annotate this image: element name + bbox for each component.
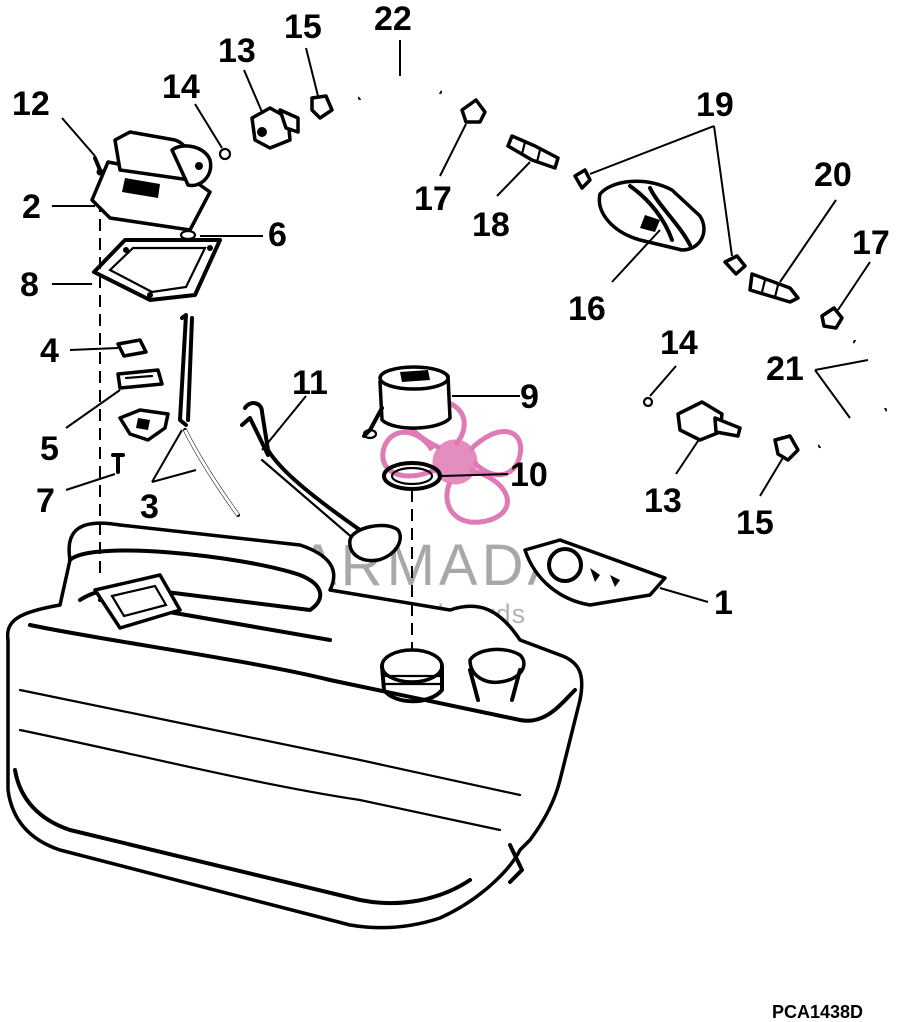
callout-1: 1 — [714, 584, 733, 622]
callout-15-right: 15 — [736, 504, 774, 542]
callout-12: 12 — [12, 85, 50, 123]
callout-15-top: 15 — [284, 8, 322, 46]
callout-3: 3 — [140, 488, 159, 526]
part-10-cap-gasket — [382, 461, 442, 491]
callout-4: 4 — [40, 332, 59, 370]
callout-17-top: 17 — [414, 180, 452, 218]
callout-10: 10 — [510, 456, 548, 494]
callout-labels: 12 2 8 4 5 7 3 6 14 13 15 22 17 18 19 20… — [12, 0, 890, 622]
callout-17-right: 17 — [852, 224, 890, 262]
callout-6: 6 — [268, 216, 287, 254]
part-4-check-valve — [116, 338, 148, 358]
part-13-connector-right — [676, 400, 742, 442]
part-8-gasket — [92, 238, 222, 302]
callout-5: 5 — [40, 430, 59, 468]
callout-18: 18 — [472, 206, 510, 244]
part-7-screw — [111, 453, 125, 474]
part-20-fitting — [748, 272, 800, 304]
figure-id: PCA1438D — [772, 1002, 863, 1022]
part-2-pickup-cover — [90, 130, 213, 232]
callout-13-top: 13 — [218, 32, 256, 70]
part-19-clamps — [573, 168, 747, 276]
part-17-clamp-top — [460, 98, 487, 124]
callout-8: 8 — [20, 266, 39, 304]
part-11-fuel-gauge-float — [240, 401, 402, 563]
part-6-o-ring — [179, 229, 197, 241]
watermark-brand: ARMADA — [298, 533, 570, 598]
part-15-clamp-right — [773, 434, 800, 462]
callout-19: 19 — [696, 86, 734, 124]
callout-7: 7 — [36, 482, 55, 520]
fuel-tank-body — [5, 521, 584, 930]
part-9-filler-cap — [362, 365, 452, 440]
part-12-screw — [93, 156, 104, 176]
part-14-o-ring-right — [642, 396, 654, 408]
part-13-connector-top — [250, 106, 300, 150]
part-16-primer-bulb — [597, 179, 706, 252]
part-1-gauge-plate — [523, 538, 667, 607]
callout-2: 2 — [22, 188, 41, 226]
leader-lines — [52, 40, 871, 603]
callout-14-right: 14 — [660, 324, 698, 362]
part-22-hose-top — [358, 81, 442, 101]
callout-21: 21 — [766, 350, 804, 388]
part-18-fitting — [506, 134, 560, 170]
callout-16: 16 — [568, 290, 606, 328]
part-5-seal — [116, 368, 164, 390]
callout-11: 11 — [292, 364, 328, 402]
part-3-pickup-tubes — [178, 313, 240, 517]
callout-20: 20 — [814, 156, 852, 194]
part-21-hose — [817, 338, 888, 450]
callout-13-right: 13 — [644, 482, 682, 520]
callout-14-top: 14 — [162, 68, 200, 106]
part-17-clamp-right — [820, 306, 844, 330]
part-pickup-bracket — [118, 408, 170, 442]
part-14-o-ring-top — [218, 147, 232, 161]
callout-22: 22 — [374, 0, 412, 38]
part-15-clamp-top — [310, 94, 334, 120]
callout-9: 9 — [520, 378, 539, 416]
propeller-logo — [380, 397, 524, 525]
